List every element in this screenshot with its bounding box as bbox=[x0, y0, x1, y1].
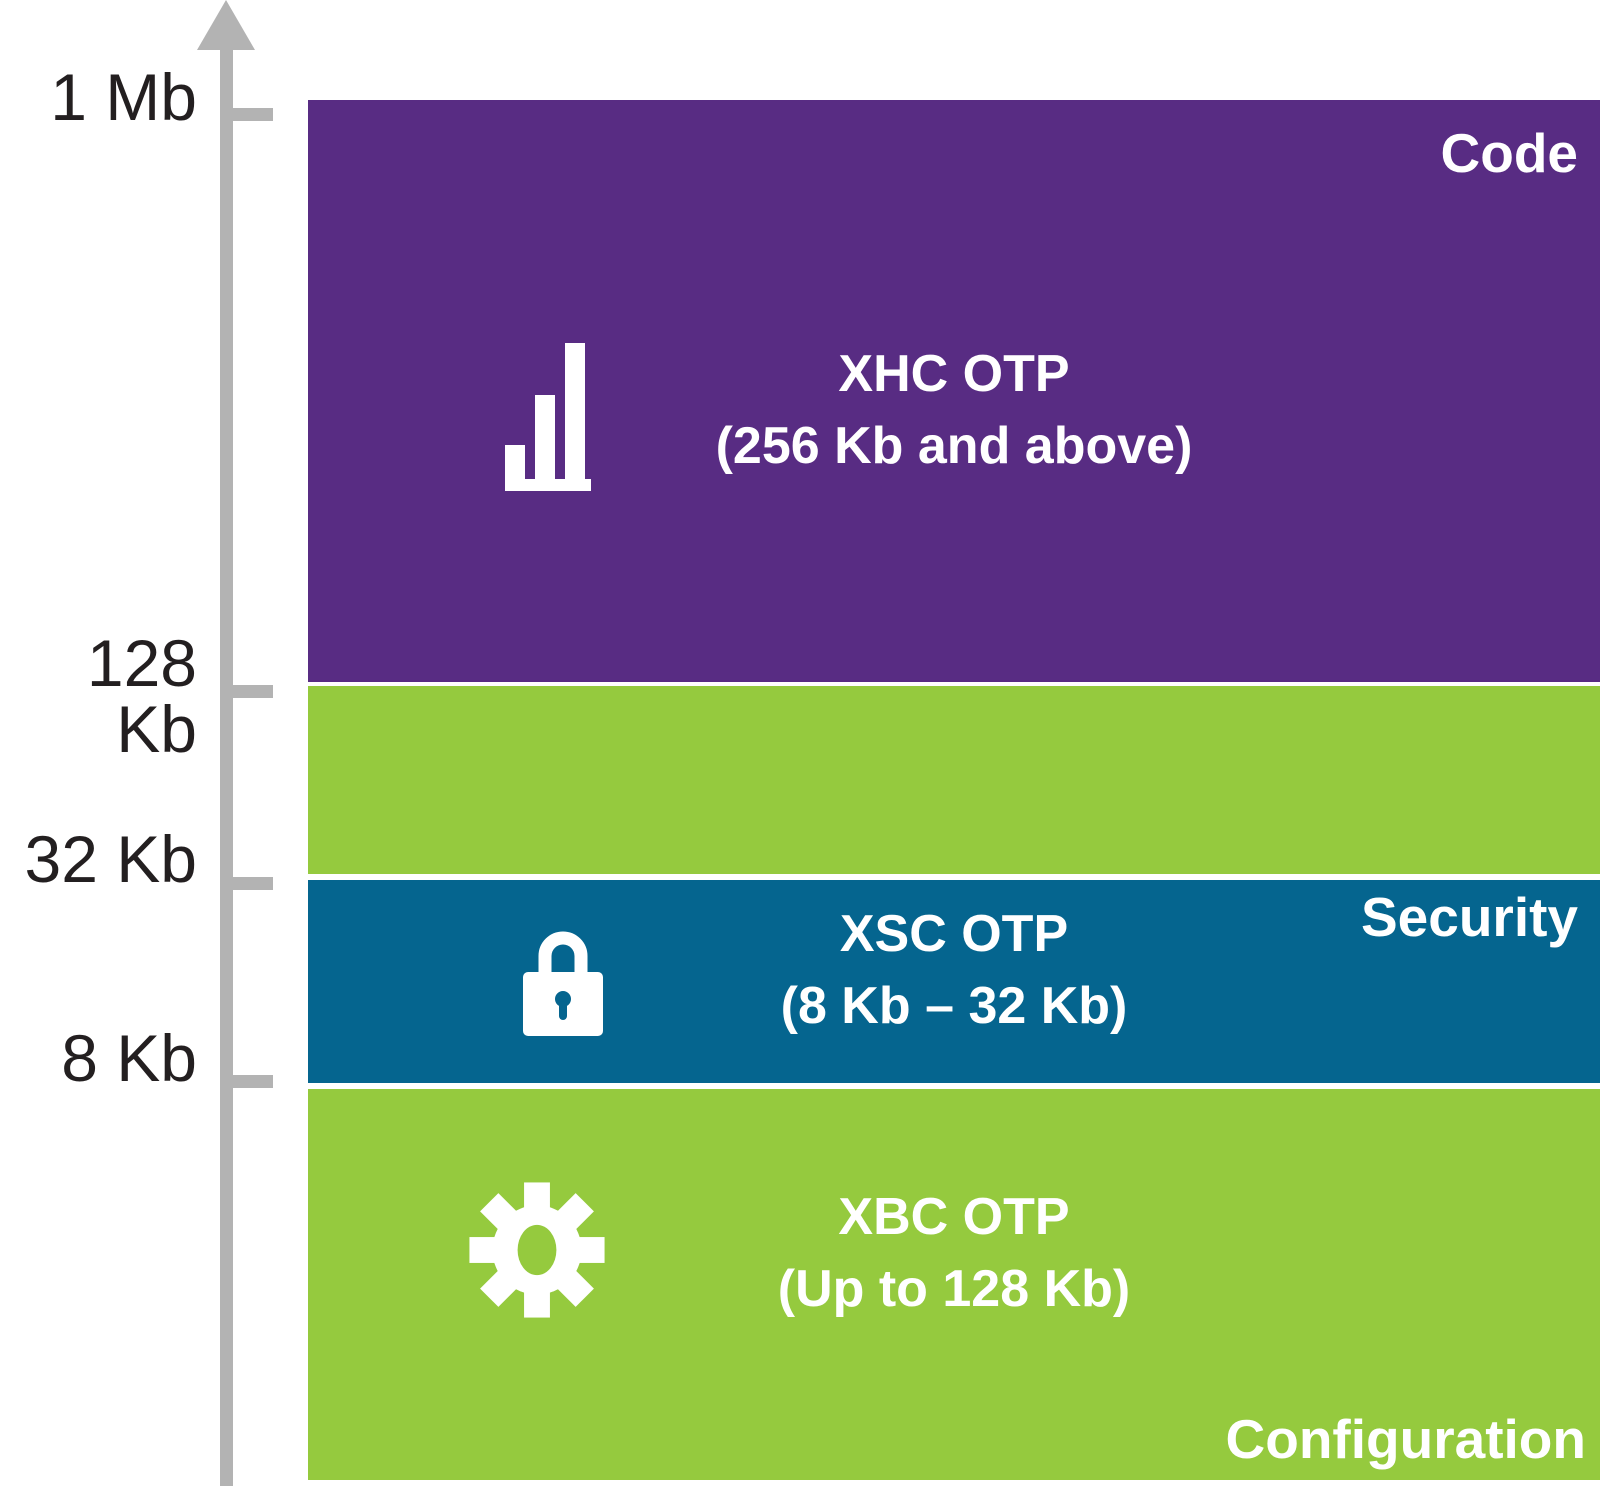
block-code-title: XHC OTP bbox=[838, 345, 1070, 403]
block-code-xhc-otp: Code XHC OTP (256 Kb and above) bbox=[308, 100, 1600, 682]
block-security-text: XSC OTP (8 Kb – 32 Kb) bbox=[308, 898, 1600, 1042]
axis-tick-label: 128 Kb bbox=[86, 626, 197, 766]
axis-tick-label: 1 Mb bbox=[50, 60, 197, 134]
axis-line bbox=[220, 42, 233, 1486]
axis-tick-8kb bbox=[221, 1075, 273, 1088]
block-security-xsc-otp: Security XSC OTP (8 Kb – 32 Kb) bbox=[308, 880, 1600, 1083]
axis-tick-128kb bbox=[221, 685, 273, 698]
axis-tick-1mb bbox=[221, 108, 273, 121]
axis-tick-label: 8 Kb bbox=[61, 1021, 197, 1095]
category-label-security: Security bbox=[1360, 886, 1578, 948]
block-configuration-text: XBC OTP (Up to 128 Kb) bbox=[308, 1181, 1600, 1325]
block-security-title: XSC OTP bbox=[839, 905, 1069, 963]
block-code-range: (256 Kb and above) bbox=[715, 417, 1193, 475]
category-label-code: Code bbox=[1440, 122, 1579, 184]
block-configuration-range: (Up to 128 Kb) bbox=[777, 1260, 1131, 1318]
bar-chart-icon bbox=[505, 343, 597, 496]
block-security-range: (8 Kb – 32 Kb) bbox=[780, 977, 1128, 1035]
axis-tick-32kb bbox=[221, 877, 273, 890]
axis-arrow-up-icon bbox=[197, 0, 255, 50]
axis-tick-label: 32 Kb bbox=[24, 822, 197, 896]
block-code-text: XHC OTP (256 Kb and above) bbox=[308, 338, 1600, 482]
block-configuration-upper bbox=[308, 686, 1600, 874]
category-label-configuration: Configuration bbox=[1225, 1408, 1586, 1470]
block-configuration-xbc-otp: Configuration XBC OTP (Up to 128 bbox=[308, 1089, 1600, 1480]
lock-icon bbox=[517, 920, 609, 1047]
gear-icon bbox=[468, 1181, 606, 1324]
block-configuration-title: XBC OTP bbox=[838, 1188, 1070, 1246]
